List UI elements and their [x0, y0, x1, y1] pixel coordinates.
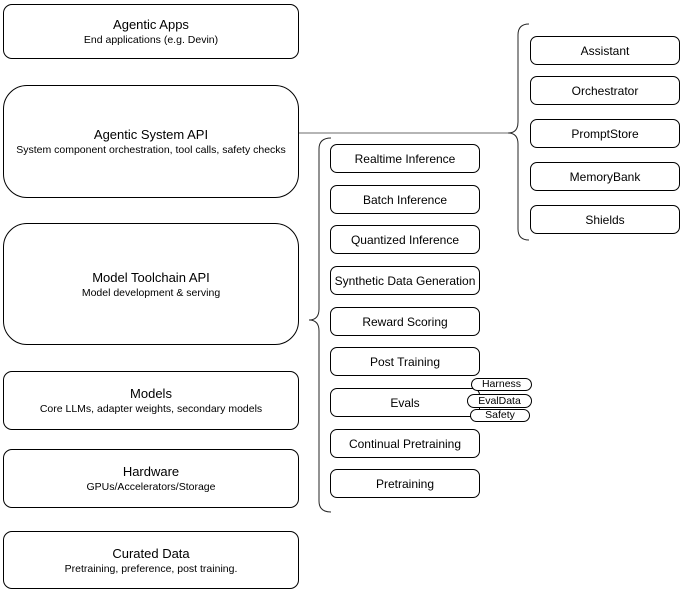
brace-system-components	[507, 23, 530, 241]
box-subtitle: GPUs/Accelerators/Storage	[86, 481, 216, 493]
component-memorybank: MemoryBank	[530, 162, 680, 191]
box-agentic-apps: Agentic Apps End applications (e.g. Devi…	[3, 4, 299, 59]
box-subtitle: System component orchestration, tool cal…	[16, 144, 286, 156]
toolchain-item-realtime-inference: Realtime Inference	[330, 144, 480, 173]
toolchain-item-quantized-inference: Quantized Inference	[330, 225, 480, 254]
box-subtitle: Pretraining, preference, post training.	[64, 562, 238, 575]
box-subtitle: Model development & serving	[81, 286, 221, 299]
box-title: Models	[130, 386, 172, 401]
component-promptstore: PromptStore	[530, 119, 680, 148]
component-assistant: Assistant	[530, 36, 680, 65]
box-title: Agentic Apps	[113, 17, 189, 32]
component-orchestrator: Orchestrator	[530, 76, 680, 105]
box-subtitle: End applications (e.g. Devin)	[83, 34, 219, 46]
box-hardware: Hardware GPUs/Accelerators/Storage	[3, 449, 299, 508]
brace-toolchain	[308, 137, 332, 513]
toolchain-item-reward-scoring: Reward Scoring	[330, 307, 480, 336]
eval-tag-safety: Safety	[470, 409, 530, 422]
box-agentic-system-api: Agentic System API System component orch…	[3, 85, 299, 198]
toolchain-item-pretraining: Pretraining	[330, 469, 480, 498]
toolchain-item-evals: Evals	[330, 388, 480, 417]
box-model-toolchain-api: Model Toolchain API Model development & …	[3, 223, 299, 345]
toolchain-item-continual-pretraining: Continual Pretraining	[330, 429, 480, 458]
eval-tag-harness: Harness	[471, 378, 532, 391]
toolchain-item-synthetic-data-generation: Synthetic Data Generation	[330, 266, 480, 295]
box-models: Models Core LLMs, adapter weights, secon…	[3, 371, 299, 430]
box-title: Curated Data	[112, 545, 190, 561]
box-subtitle: Core LLMs, adapter weights, secondary mo…	[39, 403, 263, 415]
eval-tag-evaldata: EvalData	[467, 394, 532, 408]
component-shields: Shields	[530, 205, 680, 234]
box-title: Hardware	[122, 464, 180, 479]
box-title: Model Toolchain API	[92, 269, 210, 285]
toolchain-item-post-training: Post Training	[330, 347, 480, 376]
toolchain-item-batch-inference: Batch Inference	[330, 185, 480, 214]
box-curated-data: Curated Data Pretraining, preference, po…	[3, 531, 299, 589]
box-title: Agentic System API	[93, 127, 209, 142]
